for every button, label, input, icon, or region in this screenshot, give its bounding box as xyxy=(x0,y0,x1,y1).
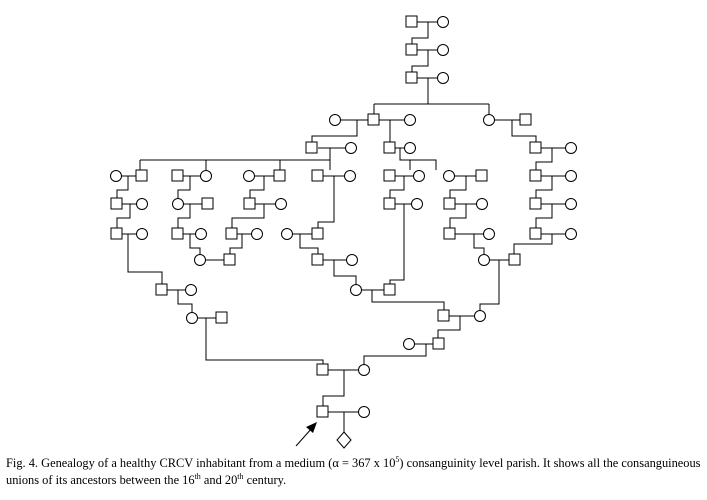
female-symbols xyxy=(110,16,577,418)
pedigree-lines xyxy=(116,21,566,447)
pedigree-diagram xyxy=(110,15,577,449)
caption-label: Fig. 4. xyxy=(6,456,39,470)
child-diamond-symbol xyxy=(336,431,352,449)
caption-text-3: and 20 xyxy=(200,473,238,487)
caption-sup-th-2: th xyxy=(237,471,244,481)
male-symbols xyxy=(110,15,542,418)
figure-caption: Fig. 4. Genealogy of a healthy CRCV inha… xyxy=(6,455,704,489)
caption-text-4: century. xyxy=(243,473,287,487)
caption-exponent: 5 xyxy=(395,454,400,464)
caption-sup-th-1: th xyxy=(194,471,201,481)
caption-text-1: Genealogy of a healthy CRCV inhabitant f… xyxy=(38,456,396,470)
caption-text-2: ) consanguinity level parish. It shows a… xyxy=(6,456,701,487)
proband-arrow-icon xyxy=(306,422,317,433)
